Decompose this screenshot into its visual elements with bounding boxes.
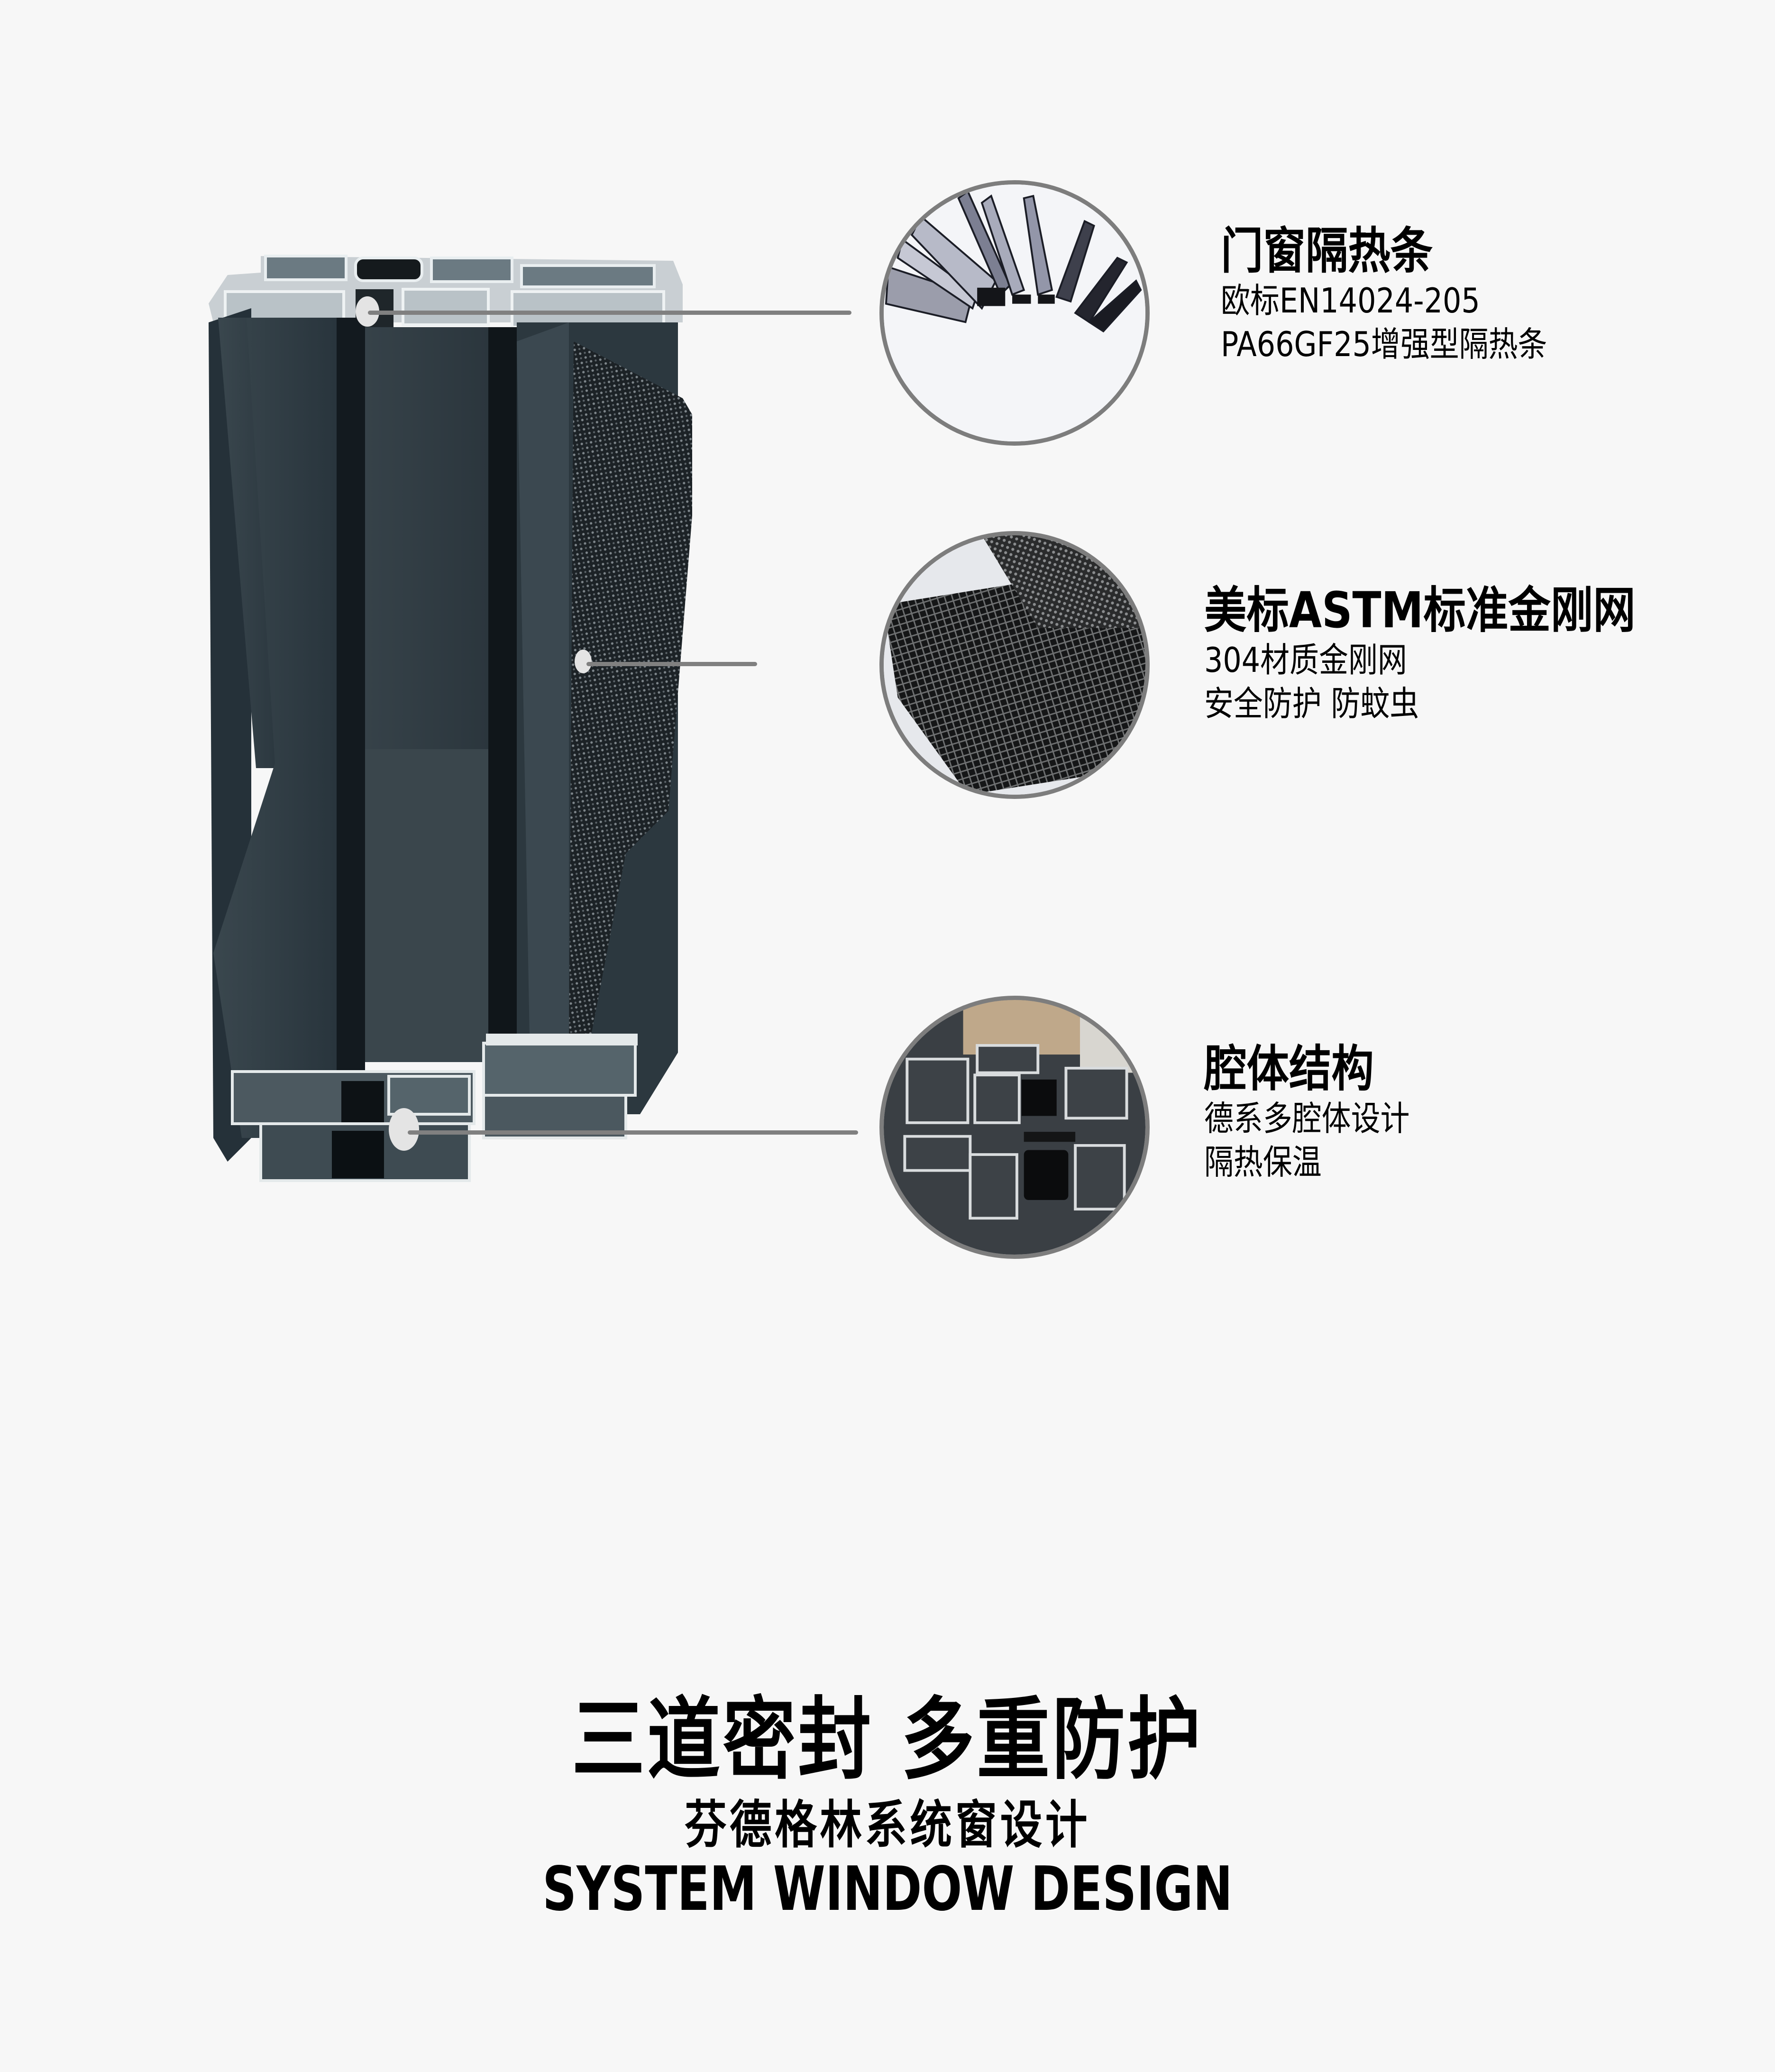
feature-label-thermal-break: 门窗隔热条 欧标EN14024-205 PA66GF25增强型隔热条 [1221, 223, 1601, 366]
feature-detail: 安全防护 防蚊虫 [1204, 684, 1419, 724]
leader-line-mesh [586, 662, 757, 666]
feature-detail: 隔热保温 [1204, 1142, 1322, 1182]
feature-detail: 德系多腔体设计 [1204, 1099, 1410, 1138]
leader-line-thermal-break [368, 311, 851, 315]
english-tagline: SYSTEM WINDOW DESIGN [0, 1856, 1775, 1923]
callout-dot-mesh [575, 650, 592, 673]
feature-label-chamber: 腔体结构 德系多腔体设计 隔热保温 [1204, 1041, 1443, 1184]
feature-detail: PA66GF25增强型隔热条 [1221, 324, 1547, 364]
callout-dot-chamber [389, 1108, 419, 1151]
window-profile-image [199, 247, 699, 1195]
feature-label-mesh: 美标ASTM标准金刚网 304材质金刚网 安全防护 防蚊虫 [1204, 582, 1706, 725]
feature-detail: 欧标EN14024-205 [1221, 281, 1480, 321]
subheadline-text: 芬德格林系统窗设计 [684, 1796, 1091, 1855]
subheadline: 芬德格林系统窗设计 [0, 1797, 1775, 1854]
feature-title: 门窗隔热条 [1221, 222, 1433, 280]
feature-title: 美标ASTM标准金刚网 [1204, 581, 1636, 639]
multi-chamber-profile-image [879, 996, 1150, 1259]
english-tagline-text: SYSTEM WINDOW DESIGN [542, 1854, 1233, 1925]
headline: 三道密封 多重防护 [0, 1693, 1775, 1788]
leader-line-chamber [408, 1130, 858, 1135]
stainless-steel-mesh-image [879, 531, 1150, 799]
feature-title: 腔体结构 [1204, 1040, 1374, 1098]
feature-detail: 304材质金刚网 [1204, 640, 1407, 680]
thermal-break-strips-image [879, 180, 1150, 446]
headline-text: 三道密封 多重防护 [572, 1688, 1203, 1792]
